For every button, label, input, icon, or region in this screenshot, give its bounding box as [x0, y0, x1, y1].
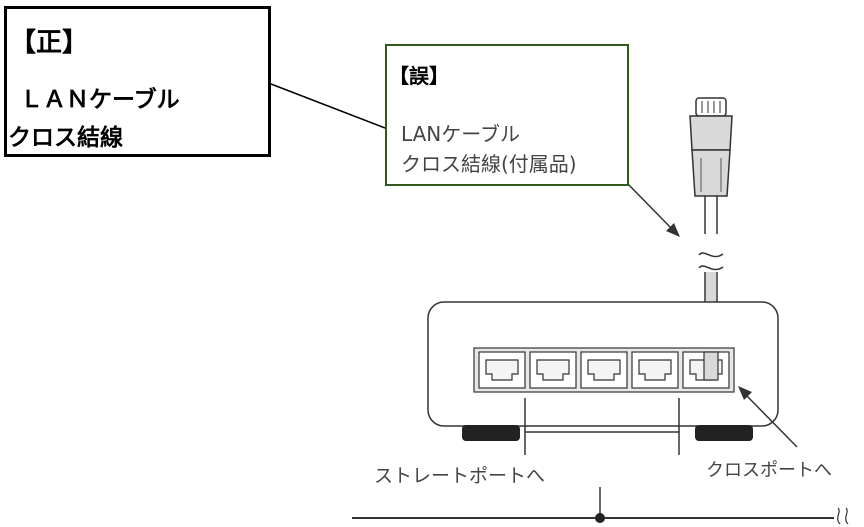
cable-pointer-arrow — [625, 181, 674, 231]
correct-line-1: ＬＡＮケーブル — [20, 87, 180, 113]
straight-port-2 — [529, 351, 577, 389]
cross-port — [682, 351, 730, 389]
backbone-break-icon — [837, 507, 849, 525]
cross-port-pointer-arrowhead — [738, 386, 752, 400]
cable-break-icon — [698, 252, 724, 271]
straight-port-label: ストレートポートへ — [374, 465, 546, 487]
straight-port-4 — [631, 351, 679, 389]
wrong-note-box — [385, 44, 629, 186]
straight-port-1 — [478, 351, 526, 389]
port-row — [473, 347, 735, 393]
correct-heading: 【正】 — [10, 28, 89, 58]
straight-port-bracket — [524, 398, 680, 518]
cable-pointer-arrowhead — [666, 223, 680, 237]
wrong-line-2: クロス結線(付属品) — [401, 152, 577, 176]
correction-connector-line — [270, 83, 386, 129]
wrong-line-1: LANケーブル — [401, 122, 521, 146]
lan-plug-icon — [689, 97, 733, 234]
correct-note-box — [4, 6, 271, 157]
correct-line-2: クロス結線 — [8, 125, 123, 151]
backbone-junction-dot — [595, 513, 605, 523]
cross-port-label: クロスポートへ — [706, 460, 832, 481]
straight-port-3 — [580, 351, 628, 389]
cross-port-pointer-arrow — [744, 393, 798, 448]
wrong-heading: 【誤】 — [389, 64, 449, 88]
